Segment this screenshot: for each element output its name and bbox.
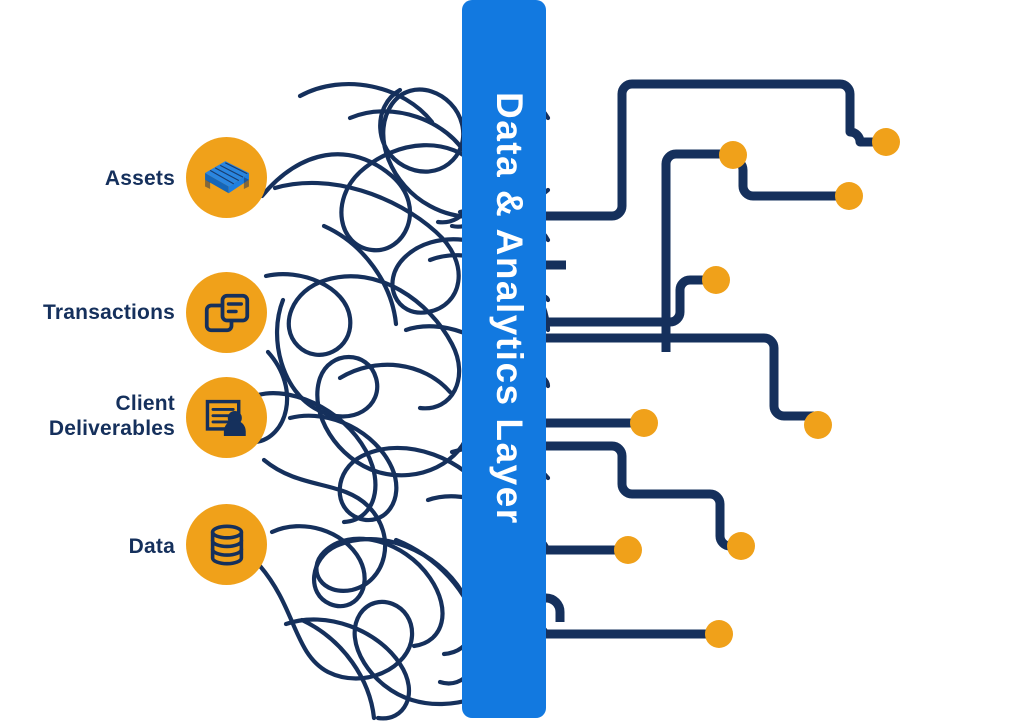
source-icon-assets[interactable] <box>186 137 267 218</box>
trace-node-group <box>614 128 900 648</box>
source-label-assets: Assets <box>104 167 175 190</box>
trace-step-down <box>546 441 740 551</box>
trace-mid-up <box>546 275 714 327</box>
data-analytics-layer-title: Data & Analytics Layer <box>489 92 530 525</box>
node-dot <box>727 532 755 560</box>
source-icon-transactions[interactable] <box>186 272 267 353</box>
report-person-icon <box>205 399 246 436</box>
data-analytics-layer-bar[interactable] <box>462 0 546 718</box>
node-dot <box>705 620 733 648</box>
database-cylinder-icon <box>210 524 243 565</box>
source-label-transactions: Transactions <box>43 301 175 324</box>
trace-node-upper-down <box>732 155 847 201</box>
source-icon-client-deliverables[interactable] <box>186 377 267 458</box>
source-icon-data[interactable] <box>186 504 267 585</box>
node-dot <box>719 141 747 169</box>
node-dot <box>835 182 863 210</box>
node-dot <box>614 536 642 564</box>
trace-top <box>546 79 878 221</box>
trace-curl <box>545 593 565 622</box>
trace-mid-long <box>546 333 817 421</box>
node-dot <box>630 409 658 437</box>
source-label-data: Data <box>128 535 175 558</box>
source-label-client-deliverables: Client Deliverables <box>48 392 175 440</box>
trace-node-upper <box>661 149 733 350</box>
node-dot <box>702 266 730 294</box>
node-dot <box>872 128 900 156</box>
documents-copy-icon <box>204 293 249 332</box>
pallet-icon <box>204 160 249 193</box>
node-dot <box>804 411 832 439</box>
